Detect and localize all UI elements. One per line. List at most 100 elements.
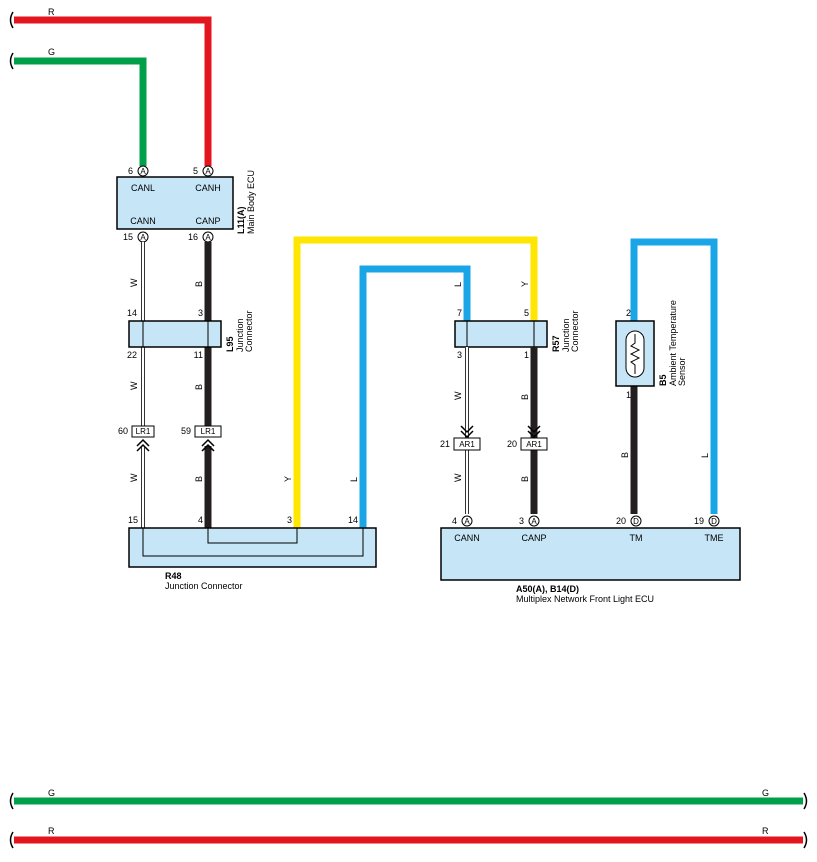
pin-marker-l11-6 xyxy=(137,165,149,177)
wire-code-w3: W xyxy=(129,473,139,482)
ar1-right-num: 20 xyxy=(507,439,517,449)
lr1-left-box xyxy=(131,425,155,438)
l95-name-line2: Connector xyxy=(244,310,254,352)
ar1-right-box xyxy=(520,437,548,451)
b5-name: Ambient Temperature xyxy=(668,300,678,386)
lr1-right-num: 59 xyxy=(181,426,191,436)
wire-code-red-top: R xyxy=(48,7,55,17)
wire-code-w-r1: W xyxy=(453,391,463,400)
l95-pin-11: 11 xyxy=(194,350,203,360)
r57-id: R57 xyxy=(551,335,561,352)
wire-code-y-top: Y xyxy=(520,281,530,287)
pin-num-b14-19: 19 xyxy=(694,516,704,526)
b5-name-line2: Sensor xyxy=(677,357,687,386)
wire-code-b-sensor: B xyxy=(620,452,630,458)
pin-marker-a50-3 xyxy=(528,515,540,527)
front-light-ecu-box xyxy=(440,527,741,581)
pin-num-a50-4: 4 xyxy=(452,516,457,526)
b5-pin-1: 1 xyxy=(626,390,631,400)
ecu-pin-name-canl: CANL xyxy=(131,183,155,193)
pin-conn-a50-3: A xyxy=(531,517,537,526)
wire-code-green-bottom-right: G xyxy=(762,788,769,798)
wire-code-red-bottom-left: R xyxy=(48,826,55,836)
wire-code-b2: B xyxy=(194,384,204,390)
l95-connector-box xyxy=(128,320,222,348)
wire-code-l-top: L xyxy=(453,282,463,287)
ecu-pin-name-canh: CANH xyxy=(195,183,221,193)
wire-code-b-r2: B xyxy=(520,476,530,482)
break-mark-green-bottom-left xyxy=(9,792,14,810)
pin-conn-b14-19: D xyxy=(711,517,717,526)
r48-name: Junction Connector xyxy=(165,581,243,591)
ar1-right-chevron xyxy=(527,425,541,439)
r57-pin-7: 7 xyxy=(457,308,462,318)
pin-num-l11-15: 15 xyxy=(123,232,133,242)
front-light-ecu-name: Multiplex Network Front Light ECU xyxy=(516,594,654,604)
wire-code-green-bottom-left: G xyxy=(48,788,55,798)
ar1-left-chevron xyxy=(460,425,474,439)
r48-pin-4: 4 xyxy=(198,515,203,525)
ecu-pin-name-canp-a50: CANP xyxy=(521,533,546,543)
ecu-pin-name-cann: CANN xyxy=(130,216,156,226)
r57-pin-1: 1 xyxy=(524,350,529,360)
pin-num-b14-20: 20 xyxy=(616,516,626,526)
l95-name: Junction xyxy=(235,318,245,352)
wire-code-l: L xyxy=(349,477,359,482)
lr1-right-chevron xyxy=(201,438,215,452)
r48-pin-14: 14 xyxy=(348,515,358,525)
break-mark-red-bottom-left xyxy=(9,831,14,849)
r57-connector-box xyxy=(454,320,548,348)
ar1-right-name: AR1 xyxy=(526,440,542,449)
pin-conn-l11-15: A xyxy=(140,233,146,242)
wire-code-l-sensor: L xyxy=(700,453,710,458)
lr1-left-name: LR1 xyxy=(136,427,151,436)
pin-conn-l11-5: A xyxy=(205,167,211,176)
wire-code-y: Y xyxy=(283,476,293,482)
b5-id: B5 xyxy=(658,374,668,386)
pin-marker-b14-20 xyxy=(630,515,642,527)
pin-num-l11-6: 6 xyxy=(128,166,133,176)
lr1-left-num: 60 xyxy=(118,426,128,436)
ar1-left-name: AR1 xyxy=(459,440,475,449)
wire-blue-left xyxy=(359,265,471,528)
ar1-left-box xyxy=(453,437,481,451)
ecu-pin-name-canp: CANP xyxy=(195,216,220,226)
wire-code-w-r2: W xyxy=(453,473,463,482)
r48-pin-15: 15 xyxy=(128,515,138,525)
pin-conn-b14-20: D xyxy=(633,517,639,526)
pin-num-l11-5: 5 xyxy=(193,166,198,176)
wire-blue-sensor xyxy=(630,238,718,514)
wire-code-w2: W xyxy=(129,381,139,390)
r48-internal-link-a xyxy=(142,528,364,557)
ecu-pin-name-tm: TM xyxy=(630,533,643,543)
ecu-pin-name-tme: TME xyxy=(705,533,724,543)
break-mark-green-bottom-right xyxy=(803,792,808,810)
break-mark-red-bottom-right xyxy=(803,831,808,849)
r48-connector-box xyxy=(128,527,377,568)
wire-code-b1: B xyxy=(194,281,204,287)
ecu-pin-name-cann-a50: CANN xyxy=(454,533,480,543)
thermistor-zigzag xyxy=(629,334,641,374)
pin-marker-b14-19 xyxy=(708,515,720,527)
thermistor-icon xyxy=(625,330,645,378)
wire-code-red-bottom-right: R xyxy=(762,826,769,836)
lr1-right-name: LR1 xyxy=(201,427,216,436)
r57-name-line2: Connector xyxy=(570,310,580,352)
front-light-ecu-id: A50(A), B14(D) xyxy=(516,584,579,594)
r48-internal-link-b xyxy=(207,528,298,544)
l95-pin-22: 22 xyxy=(127,350,137,360)
l95-pin-3: 3 xyxy=(198,308,203,318)
main-body-ecu-box xyxy=(116,176,234,230)
wire-code-b3: B xyxy=(194,476,204,482)
pin-marker-a50-4 xyxy=(461,515,473,527)
wire-code-b-r1: B xyxy=(520,394,530,400)
b5-pin-2: 2 xyxy=(626,308,631,318)
ar1-left-num: 21 xyxy=(440,439,450,449)
wire-green-top xyxy=(14,57,147,166)
pin-num-a50-3: 3 xyxy=(519,516,524,526)
r57-name: Junction xyxy=(561,318,571,352)
wire-code-w1: W xyxy=(129,278,139,287)
break-mark-green-top xyxy=(9,52,14,70)
r57-pin-3: 3 xyxy=(457,350,462,360)
main-body-ecu-id: L11(A) xyxy=(236,206,246,234)
